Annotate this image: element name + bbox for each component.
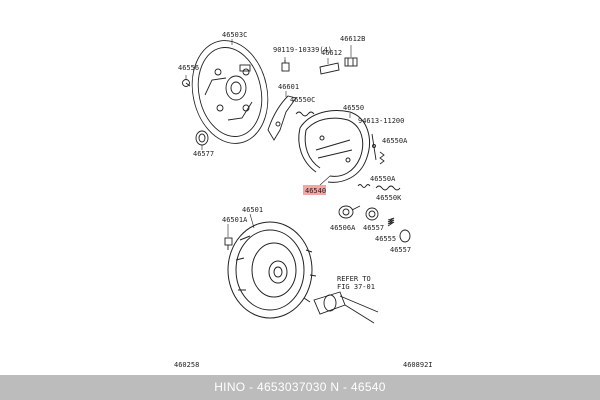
label-46577: 46577 bbox=[193, 150, 214, 158]
label-46501A: 46501A bbox=[222, 216, 248, 224]
label-46557-b: 46557 bbox=[390, 246, 411, 254]
spring-46550C[interactable] bbox=[295, 111, 315, 117]
figure-code-right: 460892I bbox=[403, 361, 433, 369]
strut-46612[interactable] bbox=[319, 62, 340, 75]
brake-shoe-assembly[interactable] bbox=[298, 110, 370, 183]
adjuster-46506A[interactable] bbox=[338, 205, 361, 219]
bolt-90119[interactable] bbox=[281, 60, 290, 72]
brake-drum-46501[interactable] bbox=[227, 221, 317, 319]
backing-plate[interactable] bbox=[183, 33, 277, 150]
label-46556: 46556 bbox=[178, 64, 199, 72]
label-46550C: 46550C bbox=[290, 96, 315, 104]
footer-bar bbox=[0, 375, 600, 400]
highlight-46540 bbox=[303, 185, 326, 195]
spring-46550A-top[interactable] bbox=[379, 151, 385, 165]
spring-46550K[interactable] bbox=[375, 185, 401, 191]
bushing-46557-b[interactable] bbox=[399, 229, 411, 243]
label-46557-a: 46557 bbox=[363, 224, 384, 232]
bolt-46501A[interactable] bbox=[224, 237, 233, 250]
plug-46577[interactable] bbox=[195, 130, 209, 146]
axle-shaft bbox=[313, 291, 379, 324]
label-46503C: 46503C bbox=[222, 31, 247, 39]
parts-diagram: 46503C 46556 46577 90119-10339(4) 46612 … bbox=[174, 31, 433, 369]
label-46550A-mid: 46550A bbox=[370, 175, 396, 183]
figure-code-left: 460258 bbox=[174, 361, 199, 369]
spring-46555[interactable] bbox=[387, 217, 395, 227]
label-46550A-top: 46550A bbox=[382, 137, 408, 145]
label-46550K: 46550K bbox=[376, 194, 402, 202]
spring-46550A-mid[interactable] bbox=[357, 184, 371, 188]
label-46612B: 46612B bbox=[340, 35, 365, 43]
label-46501: 46501 bbox=[242, 206, 263, 214]
clip-46612B[interactable] bbox=[344, 57, 358, 67]
label-46601: 46601 bbox=[278, 83, 299, 91]
label-46506A: 46506A bbox=[330, 224, 356, 232]
label-94613: 94613-11200 bbox=[358, 117, 404, 125]
lever-46601[interactable] bbox=[267, 95, 297, 141]
label-refer-line1: REFER TO bbox=[337, 275, 371, 283]
pin-94613[interactable] bbox=[371, 133, 377, 161]
label-refer-line2: FIG 37-01 bbox=[337, 283, 375, 291]
label-46540[interactable]: 46540 bbox=[305, 187, 326, 195]
bolt-46556[interactable] bbox=[182, 79, 191, 87]
label-90119: 90119-10339(4) bbox=[273, 46, 332, 54]
bushing-46557-a[interactable] bbox=[365, 207, 379, 221]
label-46550: 46550 bbox=[343, 104, 364, 112]
part-number-caption: HINO - 4653037030 N - 46540 bbox=[214, 380, 386, 394]
label-46612: 46612 bbox=[321, 49, 342, 57]
label-46555: 46555 bbox=[375, 235, 396, 243]
